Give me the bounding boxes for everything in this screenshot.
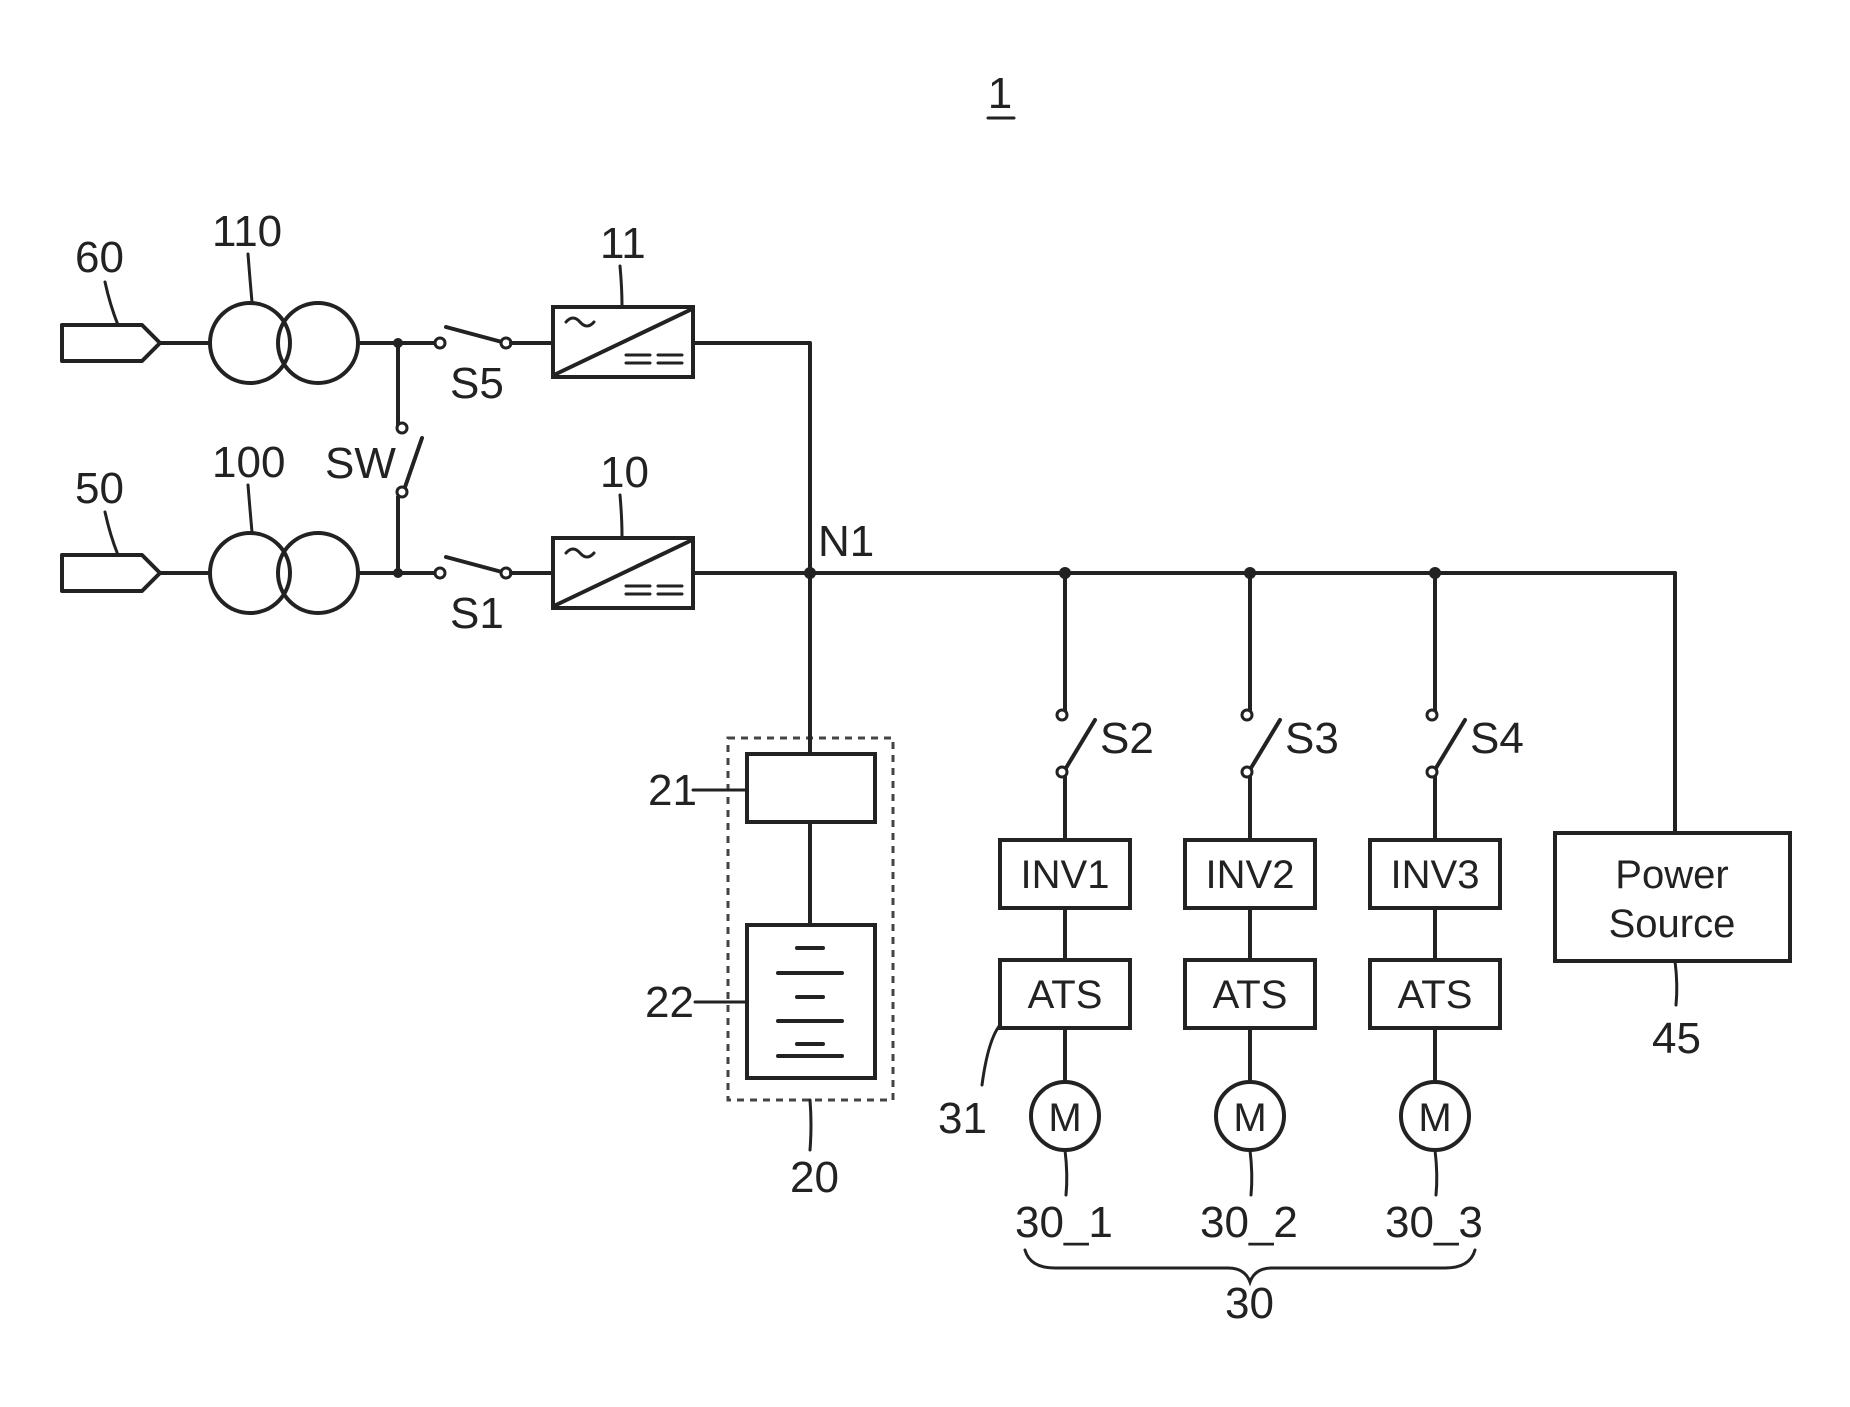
svg-text:100: 100 <box>212 438 285 487</box>
svg-text:M: M <box>1233 1096 1266 1140</box>
svg-text:S3: S3 <box>1285 714 1339 763</box>
motor-group-brace: 30 <box>1025 1250 1475 1328</box>
svg-text:Power: Power <box>1615 853 1728 897</box>
converter-11: 11 <box>553 219 693 377</box>
svg-text:1: 1 <box>988 69 1012 118</box>
svg-text:22: 22 <box>645 978 694 1027</box>
switch-s5: S5 <box>435 327 553 408</box>
svg-text:INV2: INV2 <box>1206 853 1295 897</box>
svg-text:Source: Source <box>1609 902 1736 946</box>
svg-text:30_1: 30_1 <box>1015 1198 1113 1247</box>
storage-converter <box>747 754 875 822</box>
svg-text:21: 21 <box>648 766 697 815</box>
svg-text:11: 11 <box>600 219 646 268</box>
source-50: 50 <box>62 464 210 591</box>
svg-text:S5: S5 <box>450 359 504 408</box>
transformer-110: 110 <box>210 207 358 383</box>
svg-text:30_3: 30_3 <box>1385 1198 1483 1247</box>
figure-number: 1 <box>988 69 1014 118</box>
converter-10: 10 <box>553 448 693 608</box>
svg-text:45: 45 <box>1652 1014 1701 1063</box>
svg-text:110: 110 <box>212 207 282 256</box>
svg-text:S2: S2 <box>1100 714 1154 763</box>
svg-text:31: 31 <box>938 1094 987 1143</box>
motor-branch-1: S2 INV1 ATS M 30_1 31 <box>938 573 1154 1247</box>
svg-text:M: M <box>1048 1096 1081 1140</box>
svg-text:INV1: INV1 <box>1021 853 1110 897</box>
source-60: 60 <box>62 233 210 361</box>
svg-text:50: 50 <box>75 464 124 513</box>
svg-text:M: M <box>1418 1096 1451 1140</box>
svg-text:N1: N1 <box>818 517 874 566</box>
motor-branch-2: S3 INV2 ATS M 30_2 <box>1185 573 1339 1247</box>
svg-text:INV3: INV3 <box>1391 853 1480 897</box>
svg-text:SW: SW <box>325 439 396 488</box>
svg-text:20: 20 <box>790 1153 839 1202</box>
svg-text:30: 30 <box>1225 1279 1274 1328</box>
energy-storage-unit: 21 22 20 <box>645 573 893 1202</box>
svg-text:60: 60 <box>75 233 124 282</box>
svg-text:10: 10 <box>600 448 649 497</box>
svg-text:S4: S4 <box>1470 714 1524 763</box>
switch-s1: S1 <box>435 557 553 638</box>
svg-text:ATS: ATS <box>1398 973 1473 1017</box>
motor-branch-3: S4 INV3 ATS M 30_3 <box>1370 573 1524 1247</box>
main-bus: N1 <box>693 517 1675 579</box>
svg-text:ATS: ATS <box>1028 973 1103 1017</box>
svg-text:30_2: 30_2 <box>1200 1198 1298 1247</box>
svg-text:S1: S1 <box>450 589 504 638</box>
power-source: Power Source 45 <box>1555 573 1790 1063</box>
svg-text:ATS: ATS <box>1213 973 1288 1017</box>
